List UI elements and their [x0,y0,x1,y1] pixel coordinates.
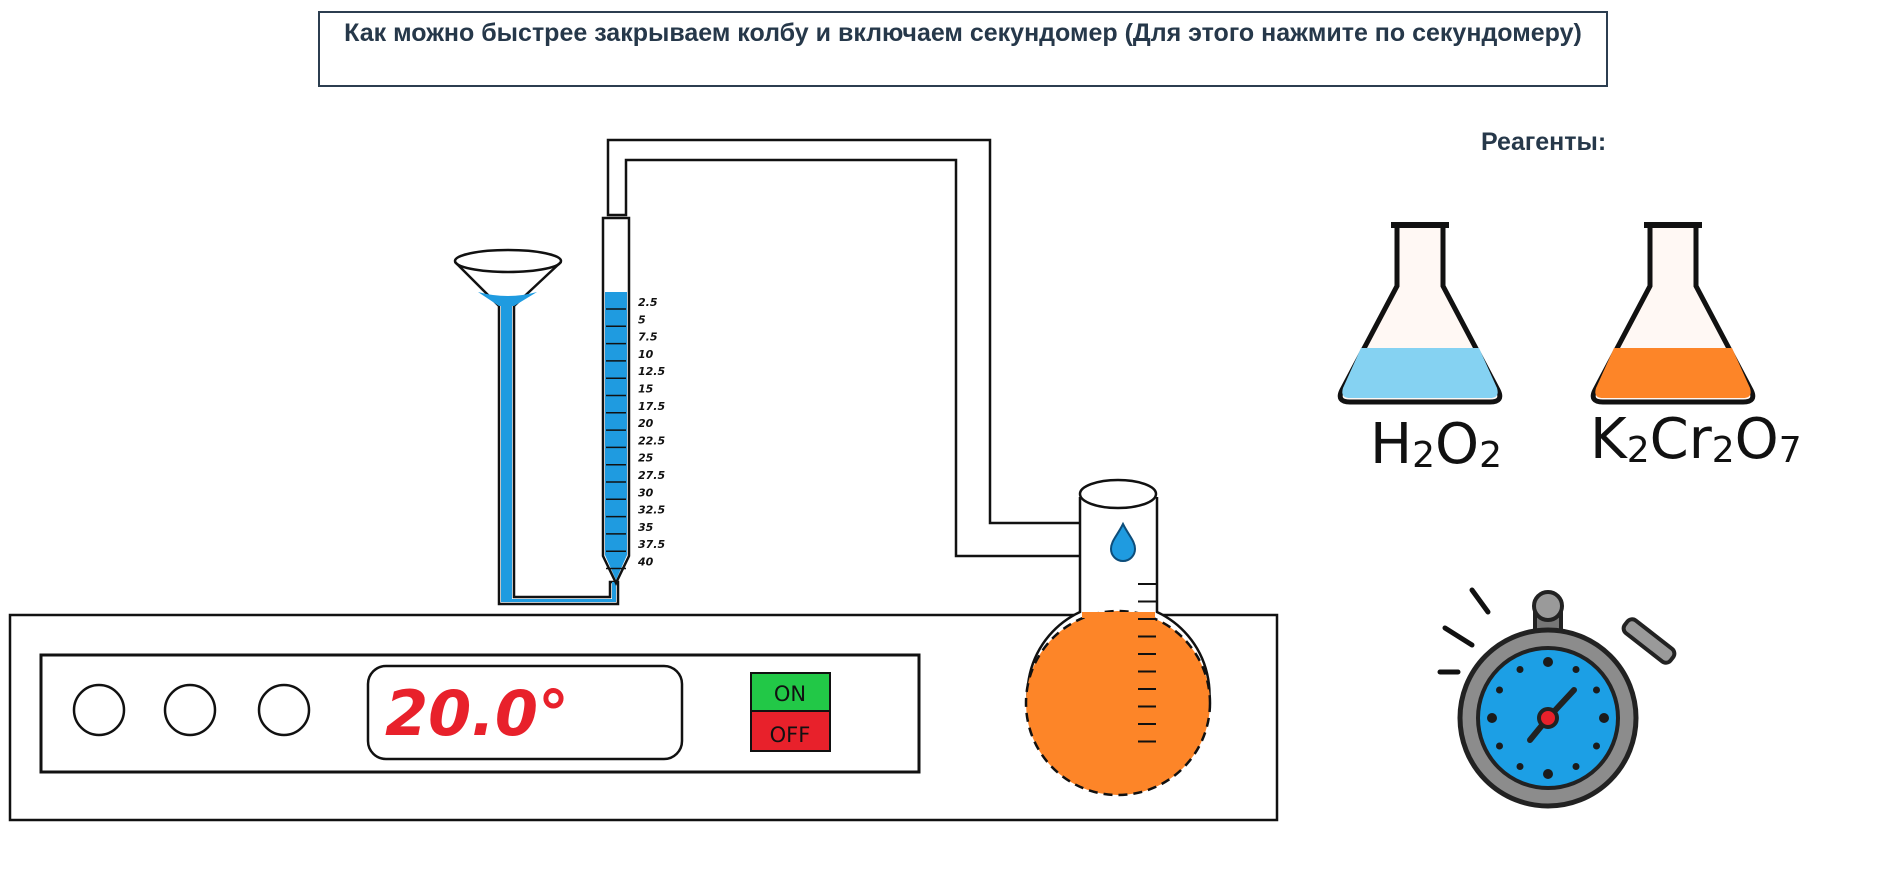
burette-tick-label: 10 [638,348,654,361]
burette-tick-label: 35 [638,521,654,534]
burette-tick-label: 12.5 [638,365,665,378]
stopwatch-tick [1599,713,1609,723]
burette-tick-label: 30 [638,486,654,499]
burette-tick-label: 32.5 [638,504,665,517]
burette-tick-label: 7.5 [638,331,658,344]
flask-scale [1138,583,1156,743]
stopwatch-tick [1496,686,1504,694]
funnel-icon[interactable] [453,248,620,606]
reagents-title: Реагенты: [1481,128,1607,156]
burette-tick-label: 37.5 [638,538,665,551]
heater-knob-1[interactable] [72,683,126,737]
stopwatch-icon[interactable] [1437,587,1677,809]
funnel-water [501,306,616,602]
burette-tick-label: 27.5 [638,469,665,482]
off-button[interactable]: OFF [750,710,831,752]
burette-tick-label: 17.5 [638,400,665,413]
reagent-label-k2cr2o7: K2Cr2O7 [1590,407,1802,472]
gas-tube [606,138,1084,558]
burette-tick-label: 5 [638,313,646,326]
off-button-label: OFF [770,723,811,747]
burette-scale: 2.5 5 7.5 10 12.5 15 17.5 20 22.5 25 27.5 30 32.5 35 3… [606,296,665,570]
flask-icon [1337,222,1503,405]
water-drop-icon [1109,521,1137,562]
stopwatch-tick [1496,742,1504,750]
stopwatch-tick [1572,762,1580,770]
stopwatch-tick [1592,686,1600,694]
reagent-h2o2[interactable]: H2O2 [1337,222,1503,477]
instruction-box: Как можно быстрее закрываем колбу и вклю… [318,11,1608,87]
reagent-k2cr2o7[interactable]: K2Cr2O7 [1590,222,1802,472]
stopwatch-tick [1516,762,1524,770]
stopwatch-tick [1516,666,1524,674]
burette-tick-label: 25 [638,452,654,465]
temperature-display [366,664,684,761]
burette: 2.5 5 7.5 10 12.5 15 17.5 20 22.5 25 27.5 30 32.5 35 3… [601,216,665,586]
stopwatch-tick [1543,769,1553,779]
burette-water [605,292,627,580]
heater-knob-3[interactable] [257,683,311,737]
flask-icon [1590,222,1756,405]
stopwatch-tick [1572,666,1580,674]
burette-tick-label: 20 [638,417,654,430]
stopwatch-tick [1487,713,1497,723]
reaction-flask[interactable] [1024,478,1212,797]
on-button[interactable]: ON [750,672,831,712]
stopwatch-tick [1543,657,1553,667]
reagent-label-h2o2: H2O2 [1370,412,1502,477]
burette-tick-label: 2.5 [638,296,658,309]
stopwatch-tick [1592,742,1600,750]
on-button-label: ON [774,682,806,706]
burette-tick-label: 22.5 [638,434,665,447]
burette-tick-label: 15 [638,383,654,396]
heater-knob-2[interactable] [163,683,217,737]
temperature-value: 20.0° [385,677,569,750]
instruction-text: Как можно быстрее закрываем колбу и вклю… [344,19,1582,47]
burette-tick-label: 40 [637,556,654,569]
